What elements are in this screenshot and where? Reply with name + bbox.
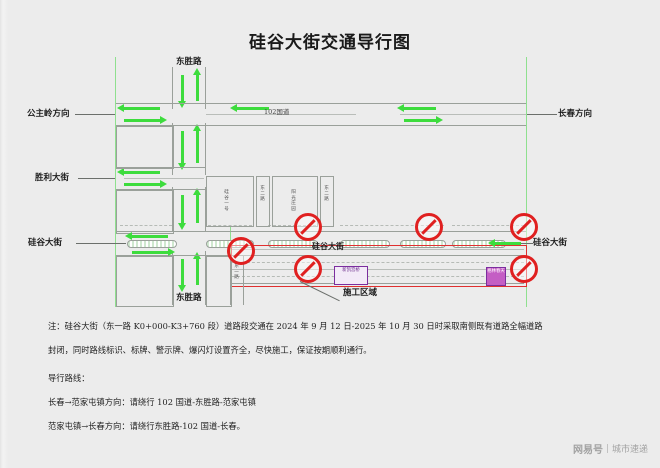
construction-zone-outline [231,245,527,287]
street-dongerlu-1 [256,176,270,227]
block-southwest-1 [116,256,174,307]
median-island-mid-2 [268,240,318,248]
block-west-upper [116,126,174,169]
no-entry-icon-east [510,213,538,241]
traffic-diagram: 东胜路 东胜路 102国道 公主岭方向 长春方向 胜利大街 [0,55,660,307]
arrow-shengli-east [124,180,167,188]
leader-guigu-left [76,243,126,244]
leader-changchun [527,114,557,115]
dongsheng-road-edge-w-low [172,187,173,232]
arrow-shengli-west [117,168,160,176]
dongsheng-road-edge-e-low [205,187,206,232]
road-102-edge-south [116,125,526,126]
label-guigu-street-mid: 硅谷大街 [312,241,344,251]
shengli-street-edge-north [116,167,206,168]
arrow-guigu-right-in [488,239,521,247]
road-102-edge-north [116,103,526,104]
dongsheng-road-edge-e-bot [205,251,206,305]
no-entry-icon-north [294,213,322,241]
median-island-mid-4 [400,240,446,248]
label-guigu-no1: 硅谷一号 [224,190,229,212]
block-guigu-no1 [206,176,254,227]
boundary-line-west [115,57,116,307]
lane-line-s-1 [232,249,524,250]
note-line-2: 封闭，同时路线标识、标牌、警示牌、爆闪灯设置齐全，尽快施工，保证按期顺利通行。 [48,345,372,355]
label-shengli-street: 胜利大街 [35,173,70,183]
leader-gongzhuling [75,114,115,115]
dongsheng-road-edge-w-mid [172,123,173,175]
arrow-102-west-lane1 [117,104,160,112]
label-gongzhuling-direction: 公主岭方向 [27,109,70,119]
arrow-102-east-lane1 [124,116,167,124]
label-dongsheng-road-bottom: 东胜路 [176,293,202,303]
no-entry-icon-east-south [510,255,538,283]
leader-shengli [78,178,115,179]
arrow-dongsheng-down-low [178,195,186,230]
guigu-street-edge-south [116,255,526,256]
arrow-102-east-lane3 [404,116,443,124]
arrow-guigu-east-lane [132,248,175,256]
label-guigu-street-left: 硅谷大街 [28,238,63,248]
shengli-street-centerline [124,178,204,179]
watermark-brand: 网易号 [572,445,603,456]
arrow-dongsheng-down-top [178,75,186,108]
arrow-102-west-lane2 [230,104,269,112]
dongsheng-road-edge-w-bot [172,251,173,305]
lane-dash-n-3 [268,225,316,226]
page-title: 硅谷大街交通导行图 [249,33,411,53]
lane-dash-s-2 [232,276,524,277]
lane-dash-n-2 [208,225,252,226]
dongyilu-edge-w [230,255,231,305]
watermark-channel: 城市速递 [611,445,648,455]
dongyilu-edge-e [243,255,244,305]
street-dongerlu-2 [320,176,334,227]
watermark: 网易号 城市速递 [573,441,648,456]
label-dong-er-lu-2: 东二路 [324,186,329,202]
lane-dash-n-5 [452,225,524,226]
building-right-block: 格林春天 [486,267,506,286]
road-102-centerline [206,114,356,115]
lane-line-s-2 [232,269,524,270]
arrow-dongsheng-up-low [193,188,201,223]
median-island-mid-3 [340,240,390,248]
road-102-centerline-2 [400,114,526,115]
block-west-lower [116,190,174,234]
no-entry-icon-south [294,255,322,283]
arrow-dongsheng-up-top [193,68,201,101]
dongsheng-road-edge-w-top [172,67,173,109]
building-xinkai-bridge: 新凯宫桥 [334,266,368,285]
arrow-dongsheng-up-mid [193,124,201,163]
dongsheng-road-edge-e-mid [205,123,206,175]
lane-dash-n-4 [340,225,444,226]
note-detour-heading: 导行路线： [48,373,90,383]
arrow-dongsheng-down-bot [178,259,186,292]
label-dong-yi-lu-1: 东一路 [234,264,239,280]
lane-dash-n-1 [120,225,172,226]
boundary-line-east [526,57,527,307]
label-dongsheng-road-top: 东胜路 [176,57,202,67]
label-right-block: 格林春天 [487,269,505,274]
guigu-street-edge-far-south [232,283,524,284]
median-island-west [127,240,177,248]
label-construction-zone: 施工区域 [343,288,378,298]
no-entry-icon-west [227,237,255,265]
label-guigu-street-right: 硅谷大街 [533,238,568,248]
label-changchun-direction: 长春方向 [558,109,593,119]
label-xinkai-bridge: 新凯宫桥 [342,268,360,273]
no-entry-icon-east-north [415,213,443,241]
note-line-1: 注：硅谷大街（东一路 K0+000-K3+760 段）道路段交通在 2024 年… [48,321,543,331]
note-detour-route-1: 长春→范家屯镇方向：请绕行 102 国道-东胜路-范家屯镇 [48,397,256,407]
watermark-separator-bar [606,444,608,453]
dongsheng-road-edge-e-top [205,67,206,109]
arrow-102-west-lane3 [397,104,436,112]
block-southwest-2 [206,256,232,307]
lane-dash-s-1 [232,262,524,263]
label-national-road-102: 102国道 [264,108,290,116]
note-detour-route-2: 范家屯镇→长春方向：请绕行东胜路-102 国道-长春。 [48,421,245,431]
arrow-guigu-west-lane [125,232,168,240]
label-yangguang-garden: 阳光庄园 [291,190,296,212]
arrow-dongsheng-down-mid [178,131,186,170]
label-dong-er-lu-1: 东二路 [260,186,265,202]
shengli-street-edge-south [116,189,206,190]
